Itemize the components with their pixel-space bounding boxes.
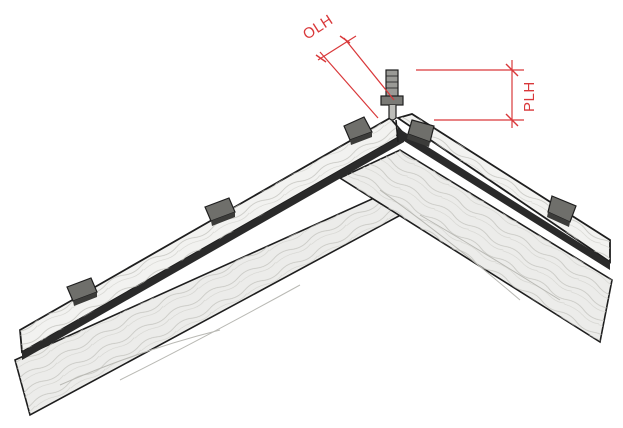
plh-dimension — [416, 60, 524, 128]
batten-left-2 — [204, 197, 236, 226]
batten-left-3 — [343, 116, 373, 145]
plh-label: PLH — [521, 81, 538, 112]
ridge-line — [395, 119, 399, 143]
left-rafter-board — [19, 116, 406, 360]
batten-right-1 — [407, 119, 435, 147]
olh-label: OLH — [300, 11, 336, 43]
right-rafter-board — [395, 113, 611, 270]
left-lower-beam — [14, 189, 412, 417]
ridge-bolt — [380, 69, 404, 121]
batten-right-2 — [547, 195, 577, 227]
batten-left-1 — [66, 277, 98, 306]
right-lower-beam — [338, 149, 613, 344]
olh-dimension — [315, 35, 395, 119]
